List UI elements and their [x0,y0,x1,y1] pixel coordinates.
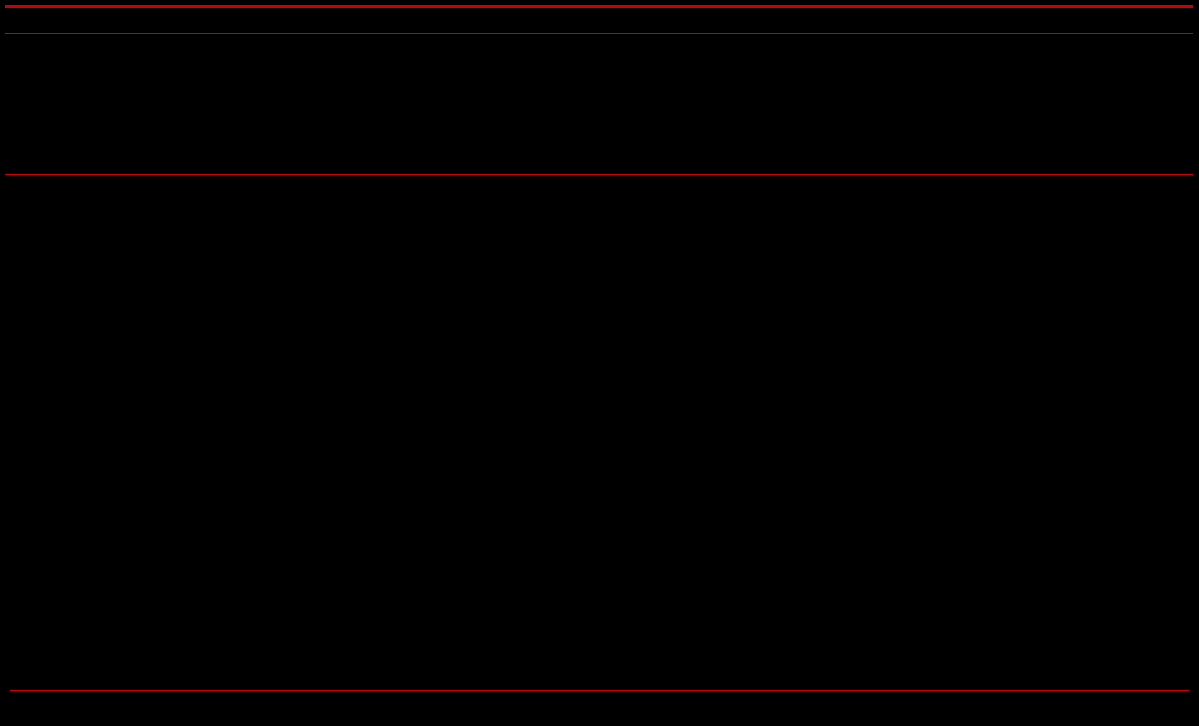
header-region [0,9,1199,33]
header-divider-rule [5,33,1193,34]
section-divider-rule [5,174,1193,175]
footer-region [0,691,1199,726]
upper-section-region [0,34,1199,174]
footer-divider-rule [10,690,1189,691]
main-body-region [0,175,1199,690]
top-thick-rule [5,5,1193,8]
